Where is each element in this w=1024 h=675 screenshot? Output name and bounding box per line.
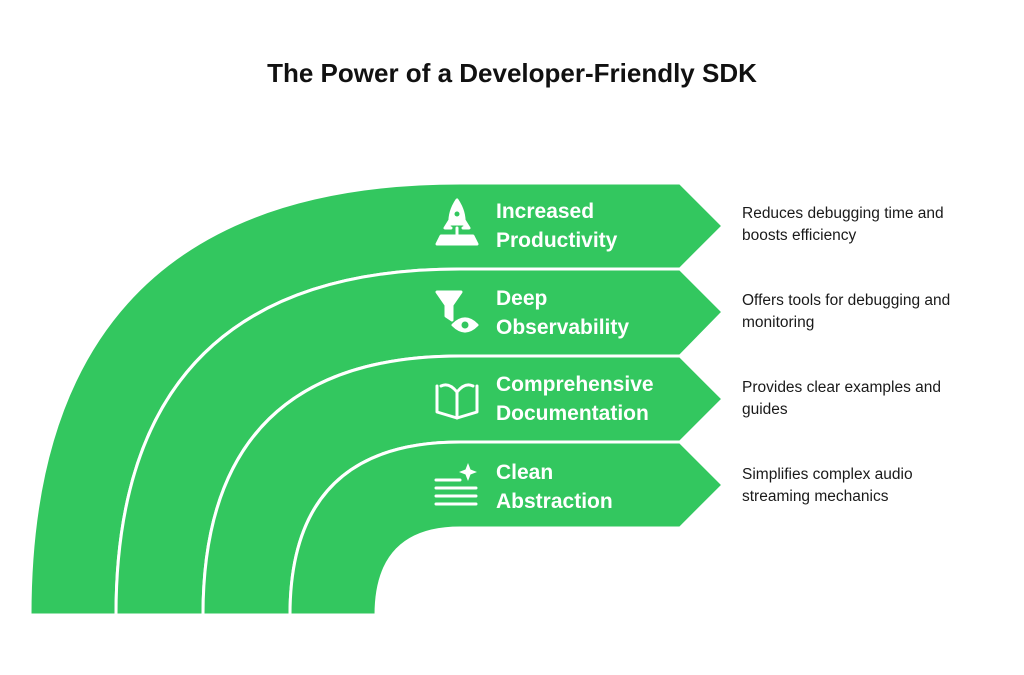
description-clean-abstraction: Simplifies complex audio streaming mecha… [742,464,1012,508]
band-title-line: Comprehensive [496,373,654,396]
band-clean-abstraction [288,440,726,617]
description-increased-productivity: Reduces debugging time and boosts effici… [742,203,1012,247]
band-title-line: Clean [496,461,554,484]
description-comprehensive-documentation: Provides clear examples and guides [742,377,1012,421]
sparkle-text-icon [434,463,478,506]
band-title-line: Deep [496,287,548,310]
band-title-clean-abstraction: Clean Abstraction [496,458,706,516]
description-line: monitoring [742,314,815,331]
band-title-comprehensive-documentation: Comprehensive Documentation [496,370,706,428]
description-line: Reduces debugging time and [742,205,944,222]
band-title-increased-productivity: Increased Productivity [496,197,706,255]
band-title-line: Productivity [496,229,618,252]
band-title-line: Observability [496,316,630,339]
description-line: streaming mechanics [742,488,889,505]
funnel-eye-icon [435,290,479,333]
description-line: Simplifies complex audio [742,466,913,483]
description-line: guides [742,401,788,418]
description-line: Offers tools for debugging and [742,292,951,309]
description-line: Provides clear examples and [742,379,942,396]
description-line: boosts efficiency [742,227,857,244]
band-title-line: Increased [496,200,595,223]
band-title-line: Documentation [496,402,649,425]
page-title: The Power of a Developer-Friendly SDK [267,58,757,88]
rocket-launch-icon [435,198,479,246]
description-deep-observability: Offers tools for debugging and monitorin… [742,290,1012,334]
band-title-line: Abstraction [496,490,613,513]
open-book-icon [435,383,479,420]
band-title-deep-observability: Deep Observability [496,284,706,342]
